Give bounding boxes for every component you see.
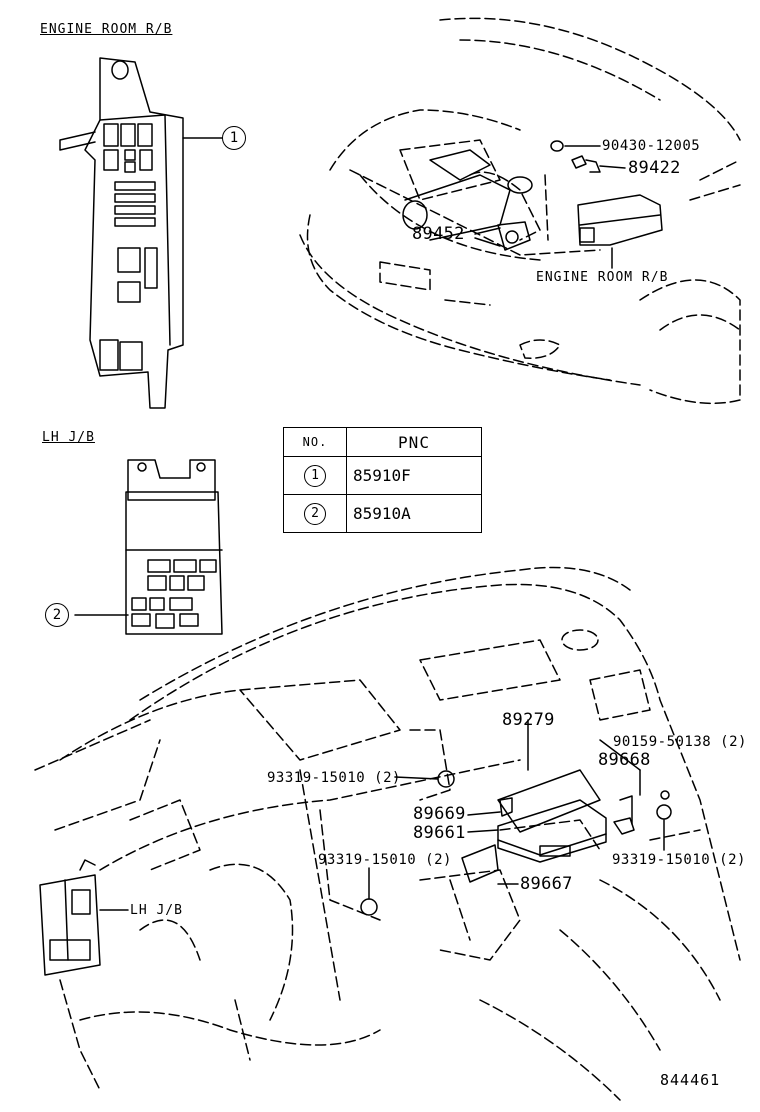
table-row: 2 85910A bbox=[283, 494, 482, 533]
lh-junction-block-drawing bbox=[74, 459, 223, 635]
table-cell-no: 1 bbox=[283, 456, 347, 495]
diagram-reference-number: 844461 bbox=[660, 1071, 721, 1089]
engine-bay-drawing bbox=[299, 17, 741, 405]
callout-2: 2 bbox=[45, 603, 69, 627]
part-label-93319-15010-b: 93319-15010 (2) bbox=[318, 852, 452, 868]
part-label-89279: 89279 bbox=[502, 710, 555, 730]
part-label-lh-jb: LH J/B bbox=[130, 903, 183, 918]
part-label-89661: 89661 bbox=[413, 823, 466, 843]
dashboard-drawing bbox=[34, 566, 741, 1101]
pnc-table: NO. PNC 1 85910F 2 85910A bbox=[283, 427, 482, 533]
table-cell-pnc: 85910A bbox=[346, 494, 482, 533]
part-label-89667: 89667 bbox=[520, 874, 573, 894]
table-header-no: NO. bbox=[283, 427, 347, 457]
engine-room-relay-block-drawing bbox=[59, 57, 223, 409]
part-label-89668: 89668 bbox=[598, 750, 651, 770]
callout-1: 1 bbox=[222, 126, 246, 150]
dashboard-parts-solid bbox=[39, 719, 672, 976]
part-label-90430-12005: 90430-12005 bbox=[602, 138, 701, 154]
table-row: 1 85910F bbox=[283, 456, 482, 495]
lh-jb-section-title: LH J/B bbox=[42, 430, 95, 445]
part-label-93319-15010-c: 93319-15010 (2) bbox=[612, 852, 746, 868]
part-label-89452: 89452 bbox=[412, 224, 465, 244]
engine-room-section-title: ENGINE ROOM R/B bbox=[40, 22, 173, 37]
table-header-pnc: PNC bbox=[346, 427, 482, 457]
part-label-89669: 89669 bbox=[413, 804, 466, 824]
engine-parts-solid bbox=[402, 140, 663, 269]
table-cell-no: 2 bbox=[283, 494, 347, 533]
table-header-row: NO. PNC bbox=[283, 427, 482, 457]
part-label-90159-50138: 90159-50138 (2) bbox=[613, 734, 747, 750]
part-label-89422: 89422 bbox=[628, 158, 681, 178]
part-label-93319-15010-a: 93319-15010 (2) bbox=[267, 770, 401, 786]
part-label-engine-room-rb: ENGINE ROOM R/B bbox=[536, 270, 669, 285]
table-cell-pnc: 85910F bbox=[346, 456, 482, 495]
